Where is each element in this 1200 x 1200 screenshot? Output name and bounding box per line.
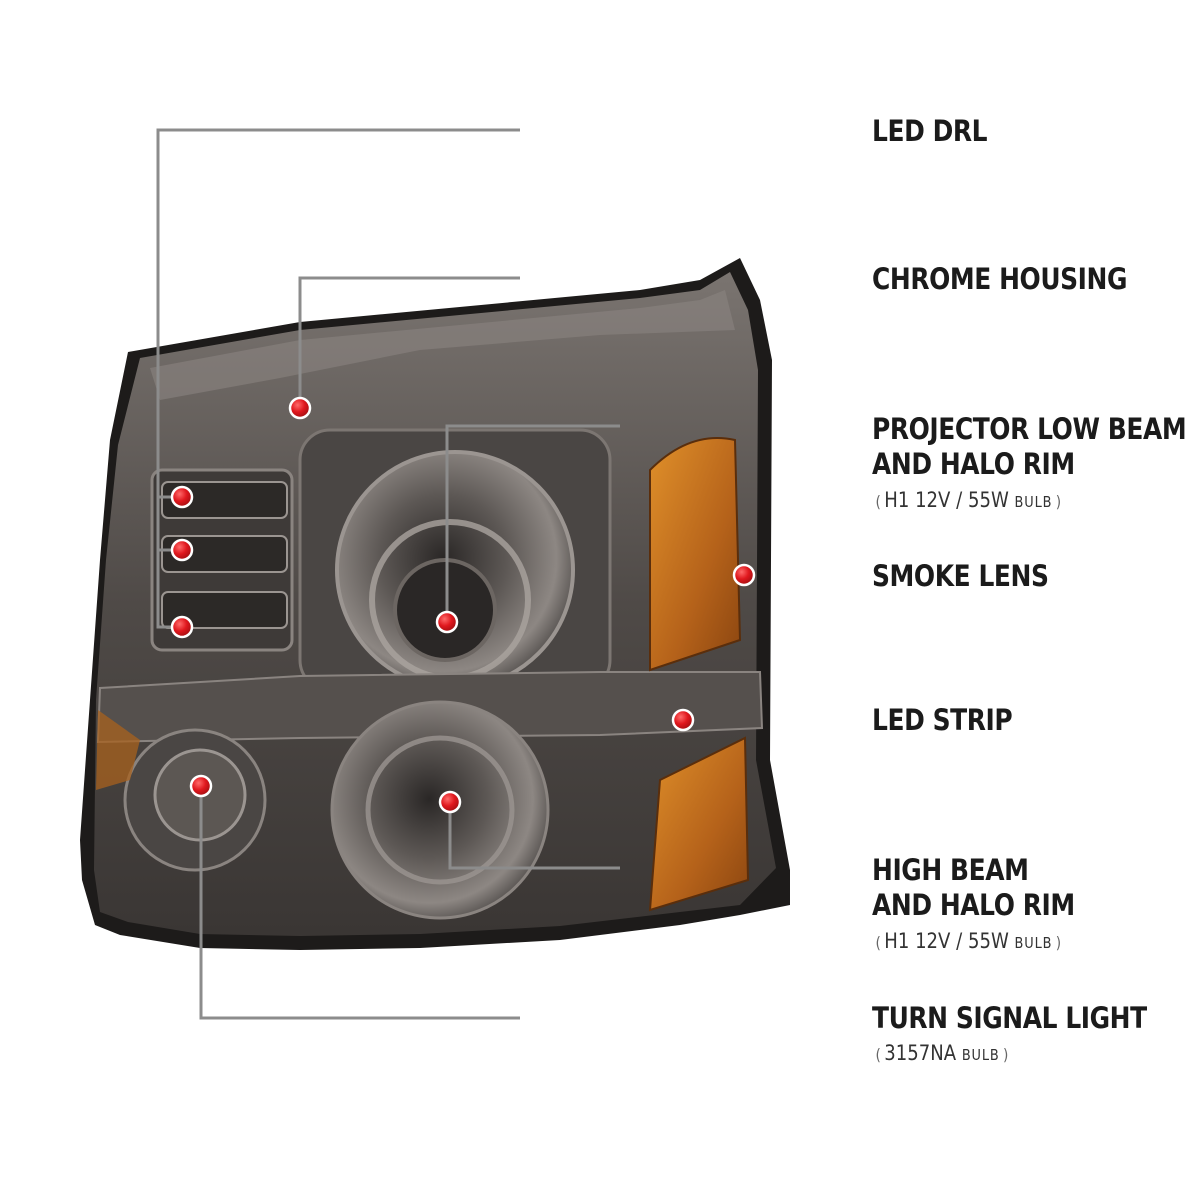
drl-bar-1 bbox=[161, 481, 288, 519]
bulb-spec-high-beam: (H1 12V / 55W BULB) bbox=[875, 929, 1062, 953]
marker-chrome-housing bbox=[288, 396, 312, 420]
bulb-unit-turn-signal: BULB bbox=[961, 1046, 1000, 1064]
label-high-beam: HIGH BEAM AND HALO RIM bbox=[872, 853, 1075, 923]
bulb-unit-projector: BULB bbox=[1014, 493, 1053, 511]
leader-turn-signal bbox=[199, 786, 520, 1020]
projector-lens bbox=[393, 558, 497, 662]
leader-projector bbox=[445, 424, 620, 622]
marker-led-drl-1 bbox=[170, 485, 194, 509]
label-turn-signal: TURN SIGNAL LIGHT bbox=[872, 1001, 1147, 1035]
leader-led-drl bbox=[156, 128, 520, 497]
leader-chrome-housing bbox=[298, 276, 520, 408]
marker-dots bbox=[170, 396, 756, 814]
bulb-model-turn-signal: 3157NA bbox=[884, 1041, 957, 1065]
label-projector-line-1: PROJECTOR LOW BEAM bbox=[872, 412, 1187, 446]
amber-reflector-top bbox=[649, 437, 742, 672]
drl-bar-2 bbox=[161, 535, 288, 573]
label-projector-line-2: AND HALO RIM bbox=[872, 447, 1075, 481]
marker-high-beam bbox=[438, 790, 462, 814]
label-led-strip: LED STRIP bbox=[872, 703, 1013, 737]
label-projector-low-beam: PROJECTOR LOW BEAM AND HALO RIM bbox=[872, 412, 1187, 482]
leader-led-drl-bracket bbox=[156, 495, 182, 552]
marker-smoke-lens bbox=[732, 563, 756, 587]
label-high-beam-line-2: AND HALO RIM bbox=[872, 888, 1075, 922]
bulb-spec-turn-signal: (3157NA BULB) bbox=[875, 1041, 1009, 1065]
bulb-unit-high-beam: BULB bbox=[1014, 934, 1053, 952]
label-chrome-housing: CHROME HOUSING bbox=[872, 262, 1128, 296]
marker-led-drl-2 bbox=[170, 538, 194, 562]
bulb-model-high-beam: H1 12V / 55W bbox=[884, 929, 1009, 953]
high-beam-ring bbox=[365, 735, 515, 885]
chrome-band bbox=[150, 290, 735, 400]
leader-lines bbox=[156, 128, 860, 1020]
marker-led-strip bbox=[671, 708, 695, 732]
marker-turn-signal bbox=[189, 774, 213, 798]
leader-high-beam bbox=[448, 802, 620, 870]
marker-led-drl-3 bbox=[170, 615, 194, 639]
label-led-drl: LED DRL bbox=[872, 114, 988, 148]
high-beam-outer bbox=[330, 700, 550, 920]
marker-projector bbox=[435, 610, 459, 634]
label-high-beam-line-1: HIGH BEAM bbox=[872, 853, 1029, 887]
bulb-spec-projector: (H1 12V / 55W BULB) bbox=[875, 488, 1062, 512]
label-smoke-lens: SMOKE LENS bbox=[872, 559, 1049, 593]
headlight-image bbox=[80, 258, 790, 950]
drl-bar-3 bbox=[161, 591, 288, 629]
amber-left-corner bbox=[96, 710, 140, 790]
bulb-model-projector: H1 12V / 55W bbox=[884, 488, 1009, 512]
